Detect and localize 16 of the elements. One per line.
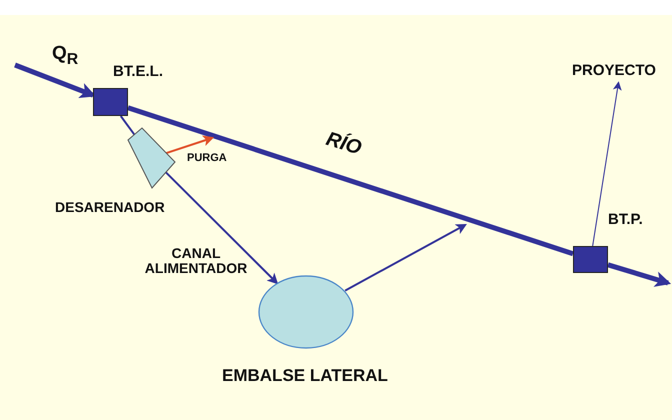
- arrow: [607, 262, 672, 287]
- flow-label: Q$_{R}$: [52, 44, 78, 68]
- arrow: [344, 224, 467, 292]
- river-label: RÍO: [324, 128, 364, 160]
- purge-label: PURGA: [187, 152, 227, 164]
- node-label: BT.E.L.: [113, 64, 164, 80]
- connector-line: [127, 105, 574, 256]
- node-label: EMBALSE LATERAL: [222, 367, 388, 386]
- canal-label: CANAL ALIMENTADOR: [144, 246, 248, 277]
- node-label: BT.P.: [608, 212, 643, 228]
- connector-line: [120, 115, 136, 136]
- arrow: [166, 136, 214, 154]
- destination-label: PROYECTO: [572, 63, 656, 80]
- arrow: [165, 172, 278, 284]
- arrow: [592, 81, 622, 246]
- node-label: DESARENADOR: [55, 200, 165, 216]
